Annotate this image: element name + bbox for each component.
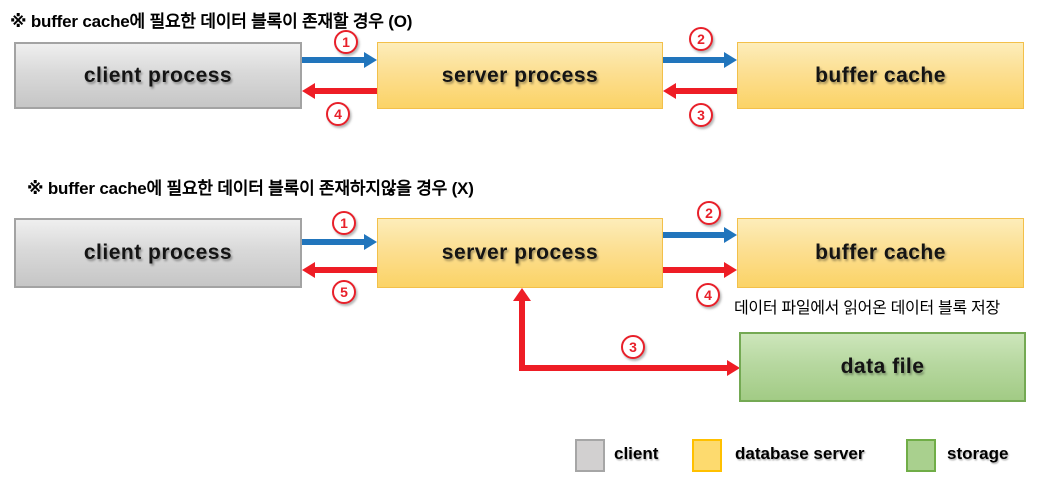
- arrow-miss-store-block-shaft: [663, 267, 724, 273]
- arrow-miss-server-to-buffer-head-icon: [724, 227, 737, 243]
- arrow-hit-server-to-buffer-head-icon: [724, 52, 737, 68]
- arrow-miss-datafile-to-server-head-icon: [513, 288, 531, 301]
- legend-swatch-storage: [906, 439, 936, 472]
- step-badge-miss-2: 2: [697, 201, 721, 225]
- data-file-box: data file: [739, 332, 1026, 402]
- buffer-cache-box-miss: buffer cache: [737, 218, 1024, 288]
- step-badge-miss-4: 4: [696, 283, 720, 307]
- server-process-box-hit: server process: [377, 42, 663, 109]
- arrow-hit-buffer-to-server-head-icon: [663, 83, 676, 99]
- arrow-miss-server-to-datafile-head-icon: [727, 360, 740, 376]
- step-badge-miss-1: 1: [332, 211, 356, 235]
- legend-swatch-client: [575, 439, 605, 472]
- store-block-caption: 데이터 파일에서 읽어온 데이터 블록 저장: [734, 300, 1000, 317]
- arrow-hit-server-to-client-head-icon: [302, 83, 315, 99]
- buffer-cache-box-hit: buffer cache: [737, 42, 1024, 109]
- arrow-miss-store-block-head-icon: [724, 262, 737, 278]
- arrow-miss-datafile-horizontal-shaft: [519, 365, 727, 371]
- case-miss-title: ※ buffer cache에 필요한 데이터 블록이 존재하지않을 경우 (X…: [27, 179, 474, 198]
- arrow-miss-datafile-vertical-shaft: [519, 299, 525, 371]
- arrow-hit-client-to-server-head-icon: [364, 52, 377, 68]
- arrow-hit-server-to-buffer-shaft: [663, 57, 724, 63]
- legend-swatch-database-server: [692, 439, 722, 472]
- case-hit-title: ※ buffer cache에 필요한 데이터 블록이 존재할 경우 (O): [10, 12, 413, 31]
- step-badge-hit-3: 3: [689, 103, 713, 127]
- arrow-miss-client-to-server-shaft: [302, 239, 364, 245]
- legend-label-storage: storage: [947, 444, 1009, 463]
- arrow-miss-server-to-client-head-icon: [302, 262, 315, 278]
- legend-label-database-server: database server: [735, 444, 865, 463]
- arrow-miss-client-to-server-head-icon: [364, 234, 377, 250]
- step-badge-hit-1: 1: [334, 30, 358, 54]
- arrow-miss-server-to-client-shaft: [315, 267, 377, 273]
- arrow-hit-server-to-client-shaft: [315, 88, 377, 94]
- step-badge-miss-5: 5: [332, 280, 356, 304]
- server-process-box-miss: server process: [377, 218, 663, 288]
- arrow-hit-buffer-to-server-shaft: [676, 88, 737, 94]
- step-badge-hit-2: 2: [689, 27, 713, 51]
- arrow-hit-client-to-server-shaft: [302, 57, 364, 63]
- arrow-miss-server-to-buffer-shaft: [663, 232, 724, 238]
- legend-label-client: client: [614, 444, 659, 463]
- client-process-box-miss: client process: [14, 218, 302, 288]
- step-badge-miss-3: 3: [621, 335, 645, 359]
- client-process-box-hit: client process: [14, 42, 302, 109]
- step-badge-hit-4: 4: [326, 102, 350, 126]
